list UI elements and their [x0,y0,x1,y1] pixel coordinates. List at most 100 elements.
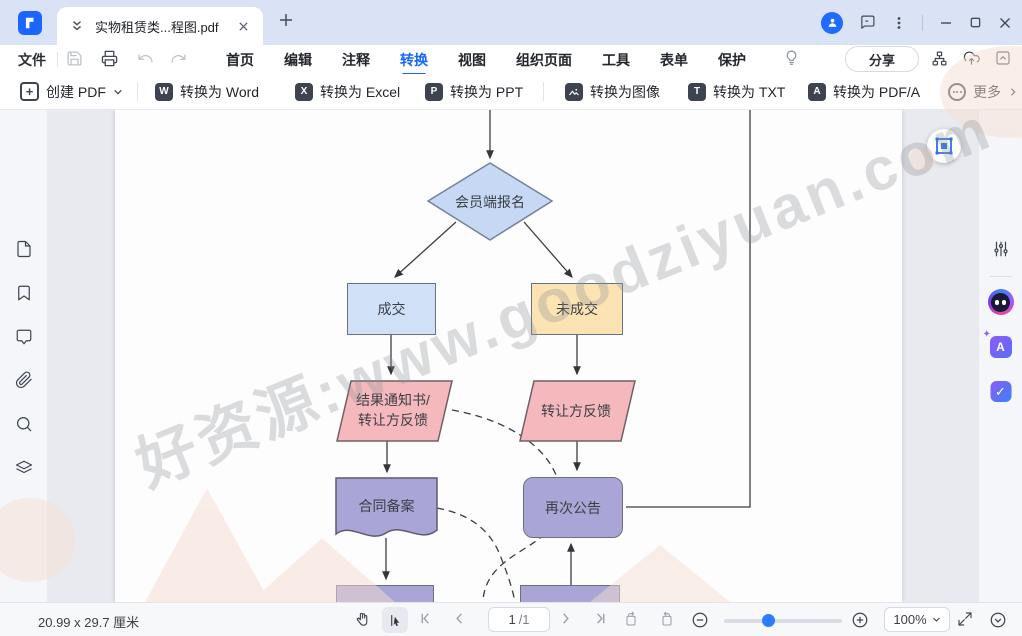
convert-pdfa-label: 转换为 PDF/A [833,83,921,100]
task-check-icon[interactable]: ✓ [990,381,1011,402]
menu-convert[interactable]: 转换 [400,52,428,76]
flow-result-label: 结果通知书/转让方反馈 [356,392,430,428]
next-page-icon[interactable] [558,611,573,626]
select-tool-icon[interactable] [382,607,408,633]
zoom-slider-track[interactable] [724,619,842,623]
convert-image-label: 转换为图像 [590,83,660,100]
menu-file[interactable]: 文件 [18,52,46,68]
more-menu-kebab-icon[interactable] [892,16,906,30]
convert-pdfa-button[interactable]: A 转换为 PDF/A [808,74,920,109]
flow-diamond-label: 会员端报名 [455,194,525,210]
convert-word-label: 转换为 Word [180,83,260,100]
zoom-level-select[interactable]: 100% [884,607,950,632]
menu-view[interactable]: 视图 [458,52,486,68]
menu-comment[interactable]: 注释 [342,52,370,68]
attachments-icon[interactable] [15,371,33,389]
cloud-upload-icon[interactable] [963,50,980,67]
convert-excel-button[interactable]: X 转换为 Excel [295,74,400,109]
pdfa-icon: A [808,82,826,101]
rotate-right-icon[interactable] [659,611,675,627]
convert-txt-button[interactable]: T 转换为 TXT [688,74,785,109]
page-thumbnails-icon[interactable] [15,240,33,258]
window-minimize-button[interactable] [939,16,953,30]
flow-document-contract [335,477,438,537]
share-button[interactable]: 分享 [845,46,919,72]
previous-page-icon[interactable] [452,611,467,626]
window-close-button[interactable] [998,16,1012,30]
menu-home[interactable]: 首页 [226,52,254,68]
menu-tools[interactable]: 工具 [602,52,630,68]
window-maximize-button[interactable] [969,16,982,29]
new-tab-button[interactable] [278,12,294,28]
flow-node-bottom-right [520,585,620,602]
app-logo-icon [18,11,42,35]
flow-contract-label: 合同备案 [358,498,415,514]
chevron-right-icon [1010,87,1016,96]
menubar: 文件 首页 编辑 注释 转换 视图 组织页面 工具 表单 保护 分享 [0,45,1022,76]
tab-title: 实物租赁类...程图.pdf [95,19,219,35]
convert-txt-label: 转换为 TXT [713,83,786,100]
flow-node-deal: 成交 [347,283,436,335]
flow-node-bottom-left [336,585,434,602]
zoom-slider-thumb[interactable] [762,614,775,627]
toolbar-separator [543,82,544,101]
right-panel-rail: A ✓ [978,110,1022,602]
rotate-left-icon[interactable] [623,611,639,627]
more-ellipsis-icon [948,82,966,101]
create-pdf-button[interactable]: + 创建 PDF [20,74,123,109]
hand-tool-icon[interactable] [354,611,371,628]
ai-assistant-icon[interactable] [987,289,1014,315]
more-tools-button[interactable]: 更多 [948,74,1018,109]
flow-node-re-announce: 再次公告 [523,477,623,538]
menu-organize-pages[interactable]: 组织页面 [516,52,572,68]
word-icon: W [155,82,173,101]
undo-icon[interactable] [137,50,154,67]
titlebar-separator [922,14,923,31]
menu-protect[interactable]: 保护 [718,52,746,68]
create-pdf-label: 创建 PDF [46,83,106,100]
fullscreen-icon[interactable] [957,611,973,627]
excel-icon: X [295,82,313,101]
last-page-icon[interactable] [592,611,607,626]
zoom-level-value: 100% [893,612,927,627]
feedback-icon[interactable] [859,14,876,31]
comments-icon[interactable] [15,328,33,346]
bookmarks-icon[interactable] [15,284,33,302]
redo-icon[interactable] [170,50,187,67]
translate-icon[interactable]: A [983,329,1012,358]
menu-edit[interactable]: 编辑 [284,52,312,68]
print-icon[interactable] [101,50,118,67]
document-tab[interactable]: 实物租赁类...程图.pdf [57,7,263,45]
document-size-label: 20.99 x 29.7 厘米 [38,615,140,630]
sitemap-icon[interactable] [931,50,948,67]
menu-forms[interactable]: 表单 [660,52,688,68]
current-page: 1 [508,612,516,627]
tips-lightbulb-icon[interactable] [783,49,800,66]
zoom-out-icon[interactable] [691,611,709,629]
flow-node-no-deal: 未成交 [531,283,623,335]
status-more-icon[interactable] [989,611,1007,629]
zoom-in-icon[interactable] [851,611,869,629]
search-icon[interactable] [15,415,33,433]
convert-word-button[interactable]: W 转换为 Word [155,74,259,109]
properties-sliders-icon[interactable] [992,240,1010,258]
selection-frame-icon [935,137,953,155]
tab-close-icon[interactable] [233,16,253,36]
convert-excel-label: 转换为 Excel [320,83,401,100]
convert-ppt-button[interactable]: P 转换为 PPT [425,74,523,109]
statusbar: 20.99 x 29.7 厘米 1 /1 100% [0,602,1022,636]
save-icon[interactable] [66,50,83,67]
user-avatar[interactable] [821,11,843,34]
collapse-toolbar-icon[interactable] [995,50,1011,66]
document-canvas[interactable]: 成交 未成交 再次公告 会员端报名 结果通知书/转让方反馈 转让方反馈 合同备案 [47,110,978,602]
selection-tool-floating-button[interactable] [927,129,961,163]
pdf-page[interactable]: 成交 未成交 再次公告 会员端报名 结果通知书/转让方反馈 转让方反馈 合同备案 [115,110,902,602]
page-number-input[interactable]: 1 /1 [488,607,550,632]
more-label: 更多 [973,83,1001,100]
toolbar-separator [137,82,138,101]
first-page-icon[interactable] [419,611,434,626]
convert-image-button[interactable]: 转换为图像 [565,74,660,109]
tab-list-chevron-icon[interactable] [67,16,87,36]
layers-icon[interactable] [15,459,33,477]
chevron-down-icon [114,89,122,95]
